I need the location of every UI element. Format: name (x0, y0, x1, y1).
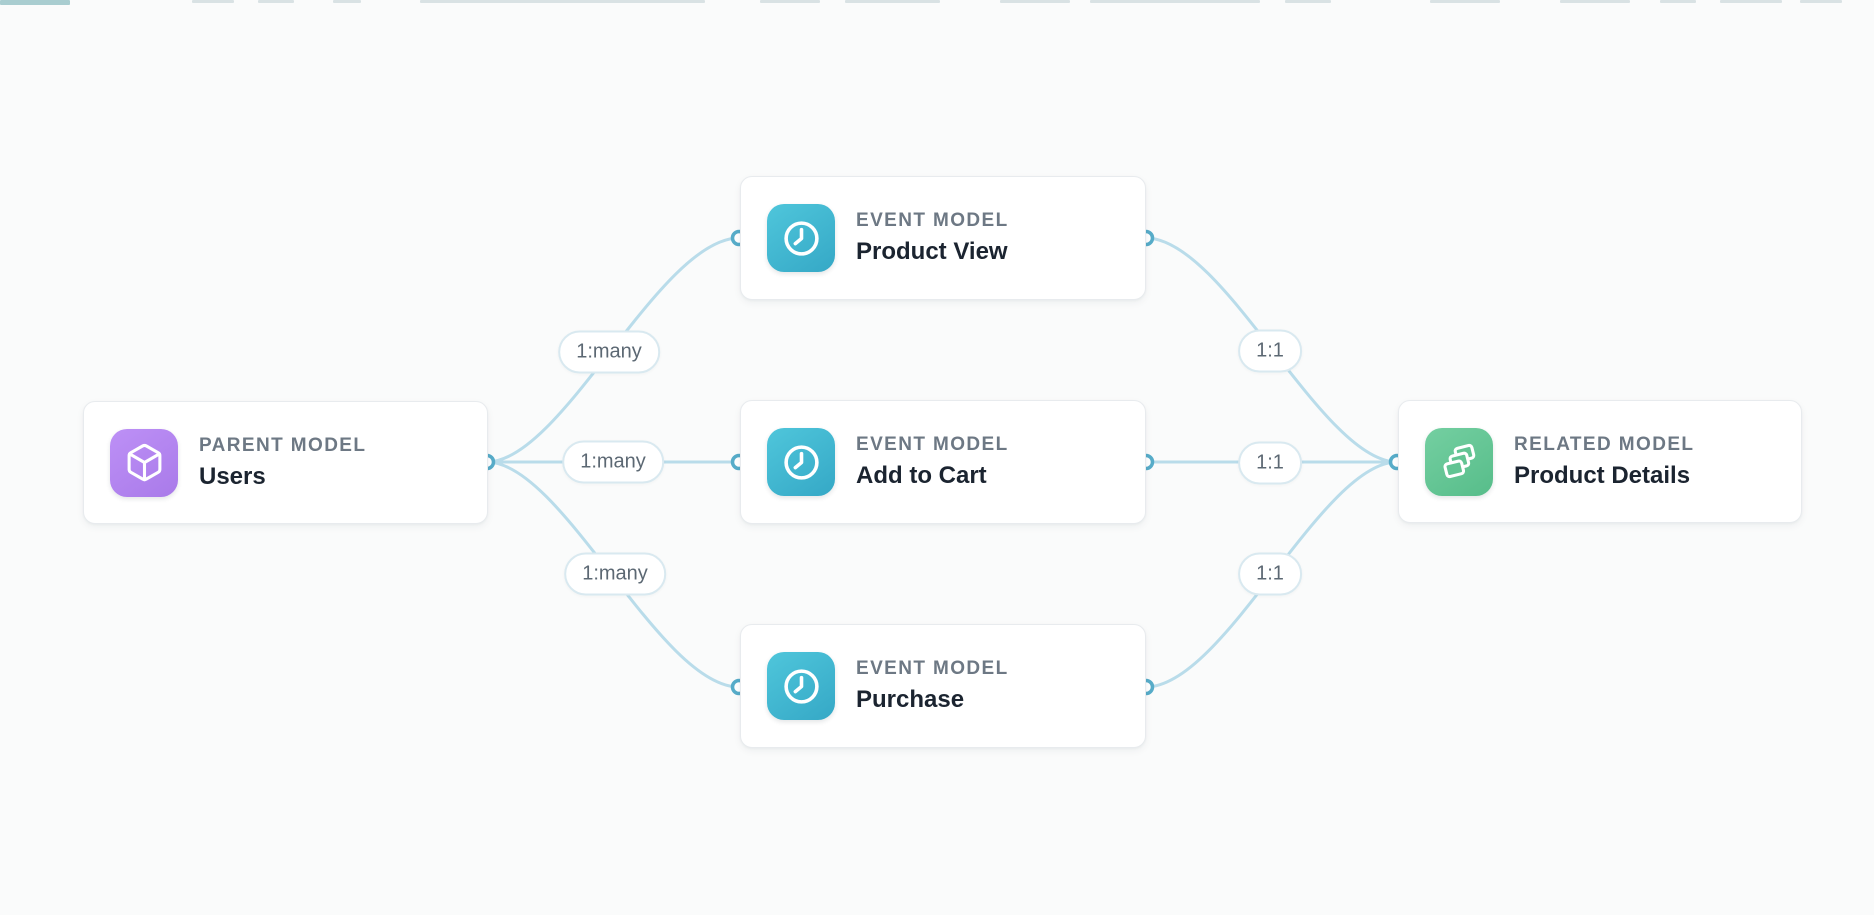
edge-label-1many: 1:many (558, 330, 660, 374)
top-edge-artifact (192, 0, 234, 3)
top-edge-artifact (1560, 0, 1630, 3)
node-event-add-to-cart[interactable]: EVENT MODEL Add to Cart (740, 400, 1146, 524)
top-edge-artifact (1000, 0, 1070, 3)
edge-label-1many: 1:many (562, 440, 664, 484)
top-edge-artifacts (0, 0, 1874, 6)
node-category-label: RELATED MODEL (1514, 433, 1695, 455)
edge-label-1-1: 1:1 (1238, 329, 1302, 373)
node-category-label: EVENT MODEL (856, 434, 1009, 455)
node-name-label: Users (199, 462, 266, 490)
edge-label-1many: 1:many (564, 552, 666, 596)
node-category-label: PARENT MODEL (199, 434, 367, 456)
top-edge-artifact (760, 0, 820, 3)
node-name-label: Product Details (1514, 461, 1691, 489)
top-edge-artifact (1660, 0, 1696, 3)
node-event-product-view[interactable]: EVENT MODEL Product View (740, 176, 1146, 300)
top-edge-artifact (1285, 0, 1331, 3)
node-name-label: Purchase (856, 686, 965, 713)
top-edge-artifact (1430, 0, 1500, 3)
edge-label-1-1: 1:1 (1238, 441, 1302, 485)
top-edge-artifact (333, 0, 361, 3)
node-related-product-details[interactable]: RELATED MODEL Product Details (1398, 400, 1802, 523)
edge-label-1-1: 1:1 (1238, 552, 1302, 596)
node-category-label: EVENT MODEL (856, 210, 1009, 231)
clock-icon (767, 428, 835, 496)
node-parent-users[interactable]: PARENT MODEL Users (83, 401, 488, 524)
top-edge-artifact (258, 0, 294, 3)
node-name-label: Product View (856, 238, 1008, 265)
node-category-label: EVENT MODEL (856, 658, 1009, 679)
node-name-label: Add to Cart (856, 462, 987, 489)
cube-icon (110, 428, 178, 497)
top-edge-artifact (420, 0, 705, 3)
top-edge-artifact (845, 0, 940, 3)
top-edge-artifact (1800, 0, 1842, 3)
clock-icon (767, 204, 835, 272)
node-event-purchase[interactable]: EVENT MODEL Purchase (740, 624, 1146, 748)
top-edge-artifact (1090, 0, 1260, 3)
layers-icon (1425, 427, 1493, 496)
top-edge-artifact (0, 0, 70, 5)
top-edge-artifact (1720, 0, 1782, 3)
clock-icon (767, 652, 835, 720)
